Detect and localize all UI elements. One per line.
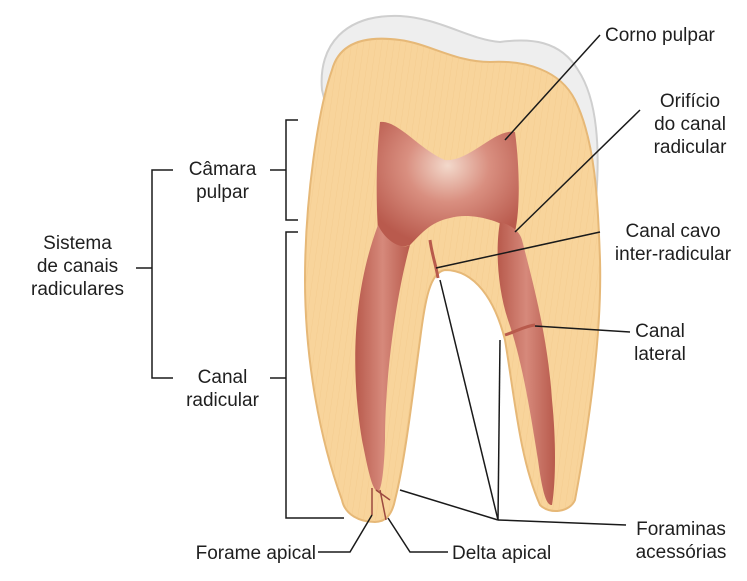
label-canal-lateral-line1: Canal	[630, 320, 690, 343]
label-sistema-line2: de canais	[20, 255, 135, 278]
label-delta-apical-text: Delta apical	[452, 542, 551, 565]
label-forame-apical-text: Forame apical	[160, 542, 316, 565]
label-canal-lateral-line2: lateral	[630, 343, 690, 366]
label-orificio-line2: do canal	[635, 113, 745, 136]
label-canal-cavo: Canal cavo inter-radicular	[600, 220, 746, 266]
label-orificio-line3: radicular	[635, 136, 745, 159]
label-forame-apical: Forame apical	[160, 542, 316, 565]
label-canal-cavo-line1: Canal cavo	[600, 220, 746, 243]
dentin-texture	[305, 39, 600, 522]
label-canal-cavo-line2: inter-radicular	[600, 243, 746, 266]
label-camara-pulpar-line2: pulpar	[175, 181, 270, 204]
label-sistema-line3: radiculares	[20, 278, 135, 301]
label-canal-lateral: Canal lateral	[630, 320, 690, 366]
label-foraminas: Foraminas acessórias	[626, 518, 736, 564]
label-corno-pulpar: Corno pulpar	[605, 24, 715, 47]
label-canal-radicular: Canal radicular	[175, 366, 270, 412]
label-canal-radicular-line2: radicular	[175, 389, 270, 412]
label-camara-pulpar: Câmara pulpar	[175, 158, 270, 204]
label-sistema-line1: Sistema	[20, 232, 135, 255]
label-orificio: Orifício do canal radicular	[635, 90, 745, 159]
label-corno-pulpar-text: Corno pulpar	[605, 24, 715, 47]
label-canal-radicular-line1: Canal	[175, 366, 270, 389]
label-camara-pulpar-line1: Câmara	[175, 158, 270, 181]
label-foraminas-line2: acessórias	[626, 541, 736, 564]
label-orificio-line1: Orifício	[635, 90, 745, 113]
label-foraminas-line1: Foraminas	[626, 518, 736, 541]
label-sistema: Sistema de canais radiculares	[20, 232, 135, 301]
label-delta-apical: Delta apical	[452, 542, 551, 565]
